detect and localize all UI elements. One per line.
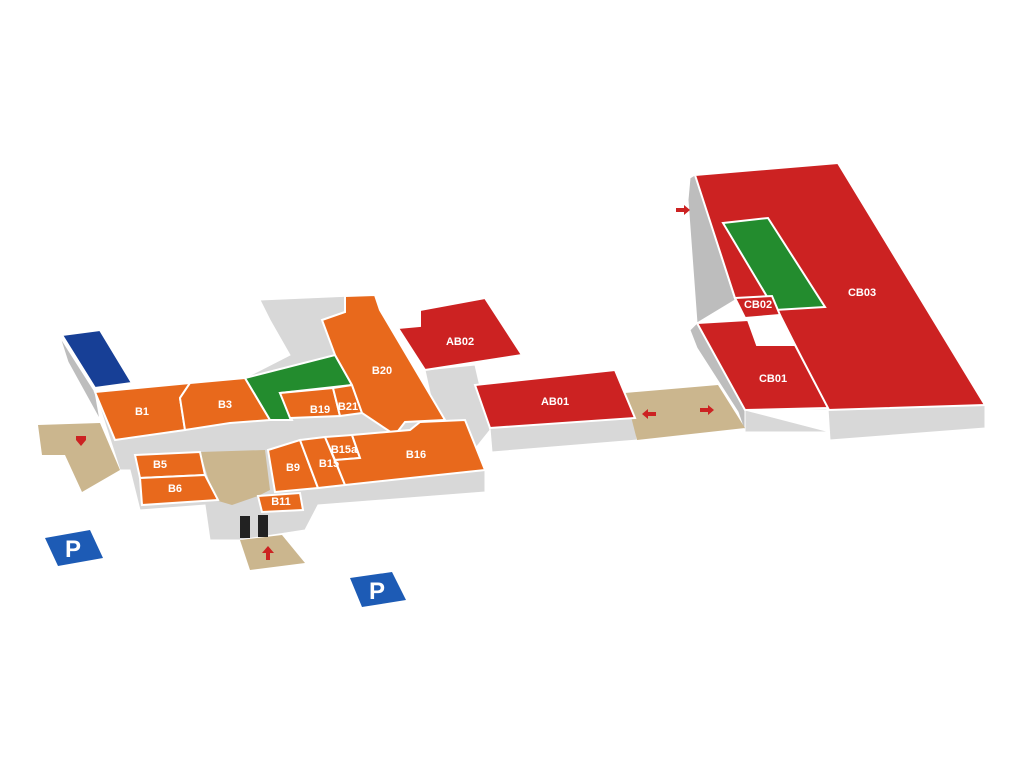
cb-base-wall — [744, 404, 986, 441]
parking-icon: P — [350, 572, 406, 607]
room-cb02 — [733, 294, 782, 320]
label-b15: B15 — [319, 458, 339, 470]
label-ab02: AB02 — [446, 336, 474, 348]
label-b19: B19 — [310, 404, 330, 416]
label-b20: B20 — [372, 365, 392, 377]
room-b5 — [133, 450, 207, 480]
label-b5: B5 — [153, 459, 167, 471]
door — [258, 515, 268, 537]
building-b-side-wall — [59, 336, 101, 421]
area-green-cb — [721, 216, 827, 312]
corridor-link — [625, 385, 745, 440]
svg-text:P: P — [65, 536, 81, 563]
label-b15a: B15a — [331, 444, 358, 456]
label-cb02: CB02 — [744, 299, 772, 311]
label-b11: B11 — [271, 496, 291, 508]
area-blue — [60, 328, 134, 390]
entrance-arrow-icon — [76, 205, 714, 560]
room-cb01 — [695, 318, 830, 412]
parking-icon: P — [45, 530, 103, 566]
room-b11 — [256, 491, 305, 514]
svg-text:P: P — [369, 578, 385, 605]
label-b6: B6 — [168, 483, 182, 495]
label-b3: B3 — [218, 399, 232, 411]
label-cb03: CB03 — [848, 287, 876, 299]
label-b16: B16 — [406, 449, 426, 461]
room-b16 — [333, 418, 487, 487]
label-cb01: CB01 — [759, 373, 787, 385]
label-ab01: AB01 — [541, 396, 569, 408]
corridor-west — [38, 423, 120, 492]
lobby — [200, 450, 270, 505]
room-ab02 — [396, 296, 524, 372]
room-ab01 — [473, 368, 637, 430]
room-b6 — [138, 473, 220, 507]
label-b9: B9 — [286, 462, 300, 474]
label-b1: B1 — [135, 406, 149, 418]
door — [240, 516, 250, 538]
label-b21: B21 — [338, 401, 358, 413]
